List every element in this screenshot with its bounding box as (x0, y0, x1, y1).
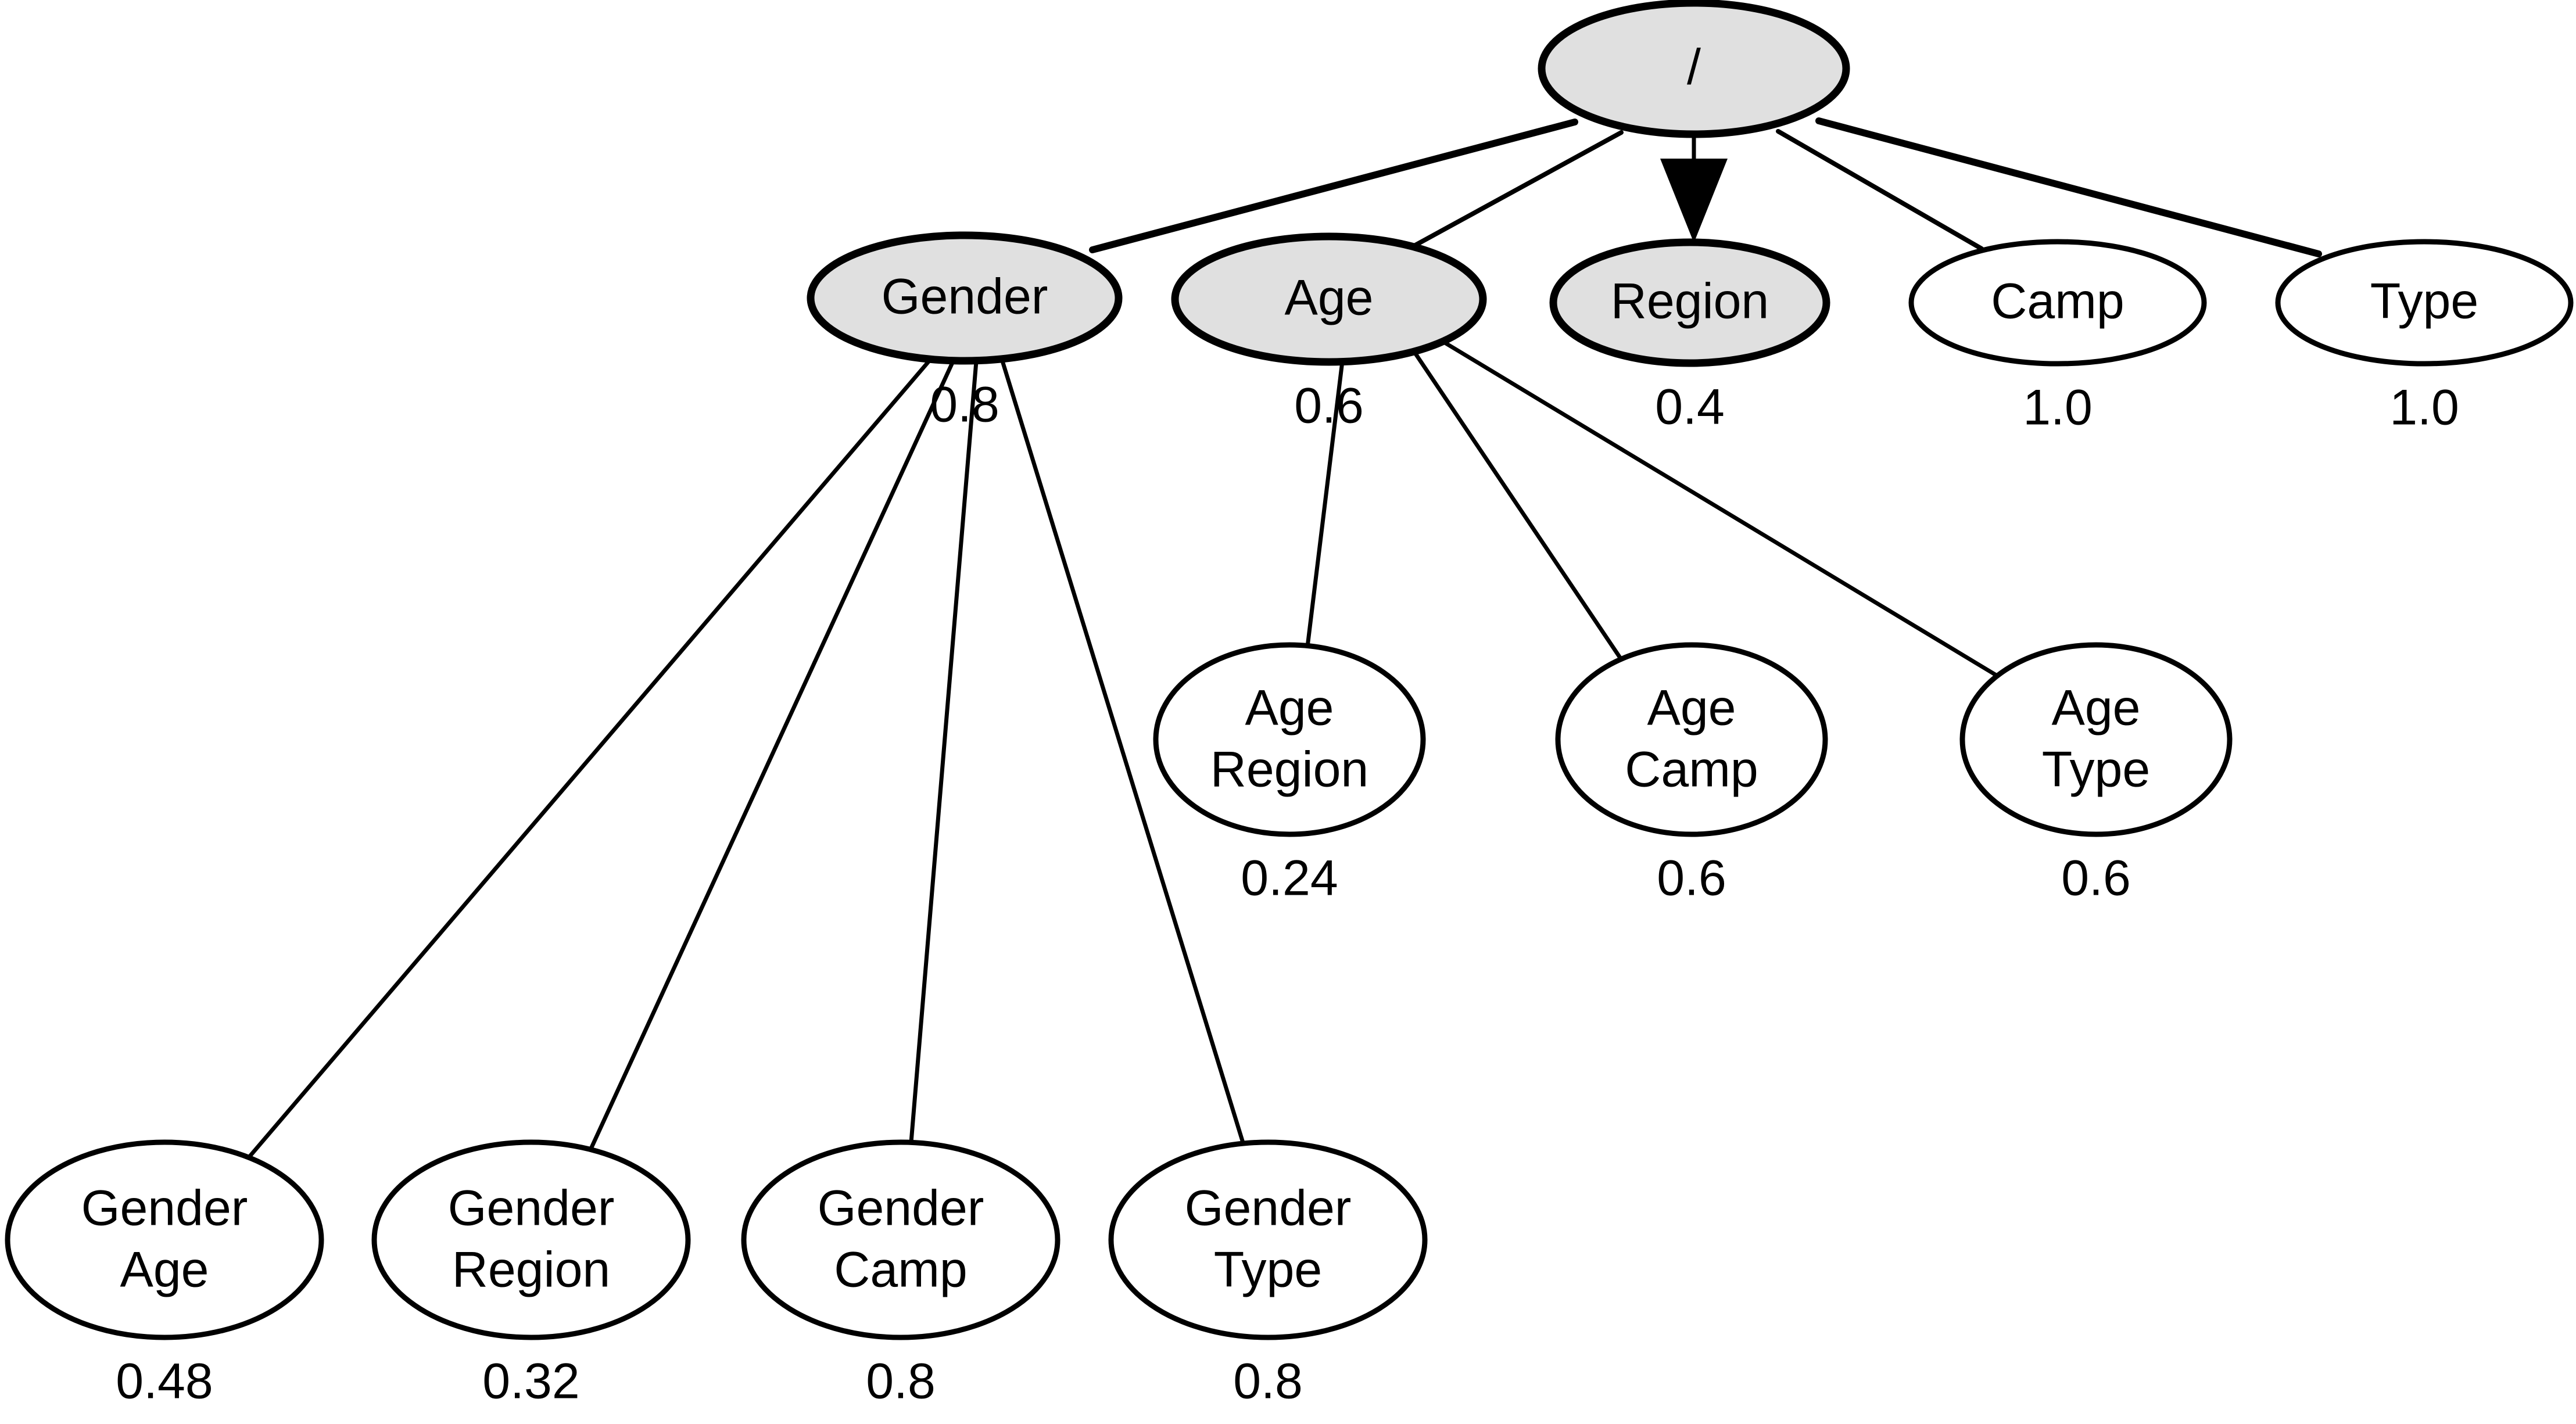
node-label-line1-gender-region: Gender (448, 1181, 615, 1236)
node-ellipse-age-type[interactable] (1959, 642, 2233, 837)
edge-gender-genderregion (586, 359, 955, 1157)
node-label-line1-gender-camp: Gender (818, 1181, 984, 1236)
node-root[interactable]: / (1538, 0, 1850, 138)
node-age[interactable]: Age 0.6 (1171, 232, 1487, 434)
node-value-gender-type: 0.8 (1233, 1354, 1303, 1409)
edge-age-ageregion (1305, 359, 1345, 649)
node-label-line2-age-region: Region (1210, 742, 1369, 798)
edge-line (1410, 346, 1624, 662)
node-ellipse-root[interactable] (1538, 0, 1850, 138)
node-value-gender-region: 0.32 (482, 1354, 579, 1409)
node-gender[interactable]: Gender 0.8 (807, 231, 1123, 433)
node-type[interactable]: Type 1.0 (2275, 239, 2574, 436)
edge-line (586, 359, 955, 1157)
node-label-age: Age (1284, 270, 1373, 326)
node-label-line1-age-type: Age (2051, 680, 2140, 736)
node-ellipse-gender-age[interactable] (5, 1139, 324, 1340)
edges-layer (248, 117, 2322, 1158)
node-label-type: Type (2370, 274, 2478, 329)
node-label-line2-gender-type: Type (1214, 1242, 1322, 1298)
edge-gender-gendercamp (909, 359, 979, 1145)
node-label-camp: Camp (1991, 274, 2124, 329)
edge-line (1410, 130, 1624, 249)
node-value-camp: 1.0 (2023, 380, 2093, 436)
node-label-gender: Gender (882, 269, 1048, 325)
node-label-region: Region (1611, 274, 1769, 329)
edge-line (1305, 359, 1345, 649)
node-ellipse-region[interactable] (1549, 238, 1830, 367)
node-ellipse-type[interactable] (2275, 239, 2574, 367)
edge-line (1433, 335, 2001, 679)
node-camp[interactable]: Camp 1.0 (1908, 239, 2207, 436)
node-value-gender-camp: 0.8 (866, 1354, 936, 1409)
edge-line (999, 357, 1246, 1147)
edge-root-camp (1776, 129, 1984, 251)
edge-line (1776, 129, 1984, 251)
node-ellipse-age-region[interactable] (1153, 642, 1426, 837)
node-label-root: / (1687, 40, 1701, 95)
node-ellipse-camp[interactable] (1908, 239, 2207, 367)
node-ellipse-gender-type[interactable] (1108, 1139, 1428, 1340)
edge-age-agetype (1433, 335, 2001, 679)
edge-root-age (1410, 130, 1624, 249)
node-label-line1-gender-type: Gender (1185, 1181, 1352, 1236)
node-label-line2-gender-age: Age (120, 1242, 209, 1298)
edge-line (1089, 119, 1578, 253)
node-label-line2-age-type: Type (2042, 742, 2150, 798)
node-ellipse-gender[interactable] (807, 231, 1123, 365)
node-value-region: 0.4 (1655, 379, 1725, 435)
node-ellipse-gender-region[interactable] (371, 1139, 691, 1340)
arrow-head-icon (1660, 159, 1728, 243)
edge-root-type (1815, 117, 2322, 257)
edge-line (248, 358, 932, 1158)
node-value-gender-age: 0.48 (116, 1354, 213, 1409)
edge-line (1815, 117, 2322, 257)
nodes-layer: /Gender0.8Age0.6Region0.4Camp1.0Type1.0A… (5, 0, 2574, 1409)
node-value-age-region: 0.24 (1241, 851, 1338, 906)
node-value-gender: 0.8 (930, 377, 999, 433)
node-label-line2-age-camp: Camp (1625, 742, 1758, 798)
edge-age-agecamp (1410, 346, 1624, 662)
edge-line (909, 359, 979, 1145)
node-ellipse-age[interactable] (1171, 232, 1487, 366)
node-value-type: 1.0 (2389, 380, 2459, 436)
node-label-line1-age-region: Age (1245, 680, 1334, 736)
node-value-age-camp: 0.6 (1657, 851, 1726, 906)
node-label-line2-gender-camp: Camp (834, 1242, 967, 1298)
node-label-line1-age-camp: Age (1647, 680, 1736, 736)
node-ellipse-age-camp[interactable] (1555, 642, 1828, 837)
node-label-line1-gender-age: Gender (81, 1181, 248, 1236)
node-ellipse-gender-camp[interactable] (741, 1139, 1061, 1340)
node-value-age-type: 0.6 (2061, 851, 2131, 906)
node-value-age: 0.6 (1294, 378, 1364, 434)
edge-root-gender (1089, 119, 1578, 253)
node-label-line2-gender-region: Region (452, 1242, 611, 1298)
node-region[interactable]: Region 0.4 (1549, 238, 1830, 435)
edge-gender-gendertype (999, 357, 1246, 1147)
edge-gender-genderage (248, 358, 932, 1158)
edge-root-region (1660, 132, 1728, 243)
